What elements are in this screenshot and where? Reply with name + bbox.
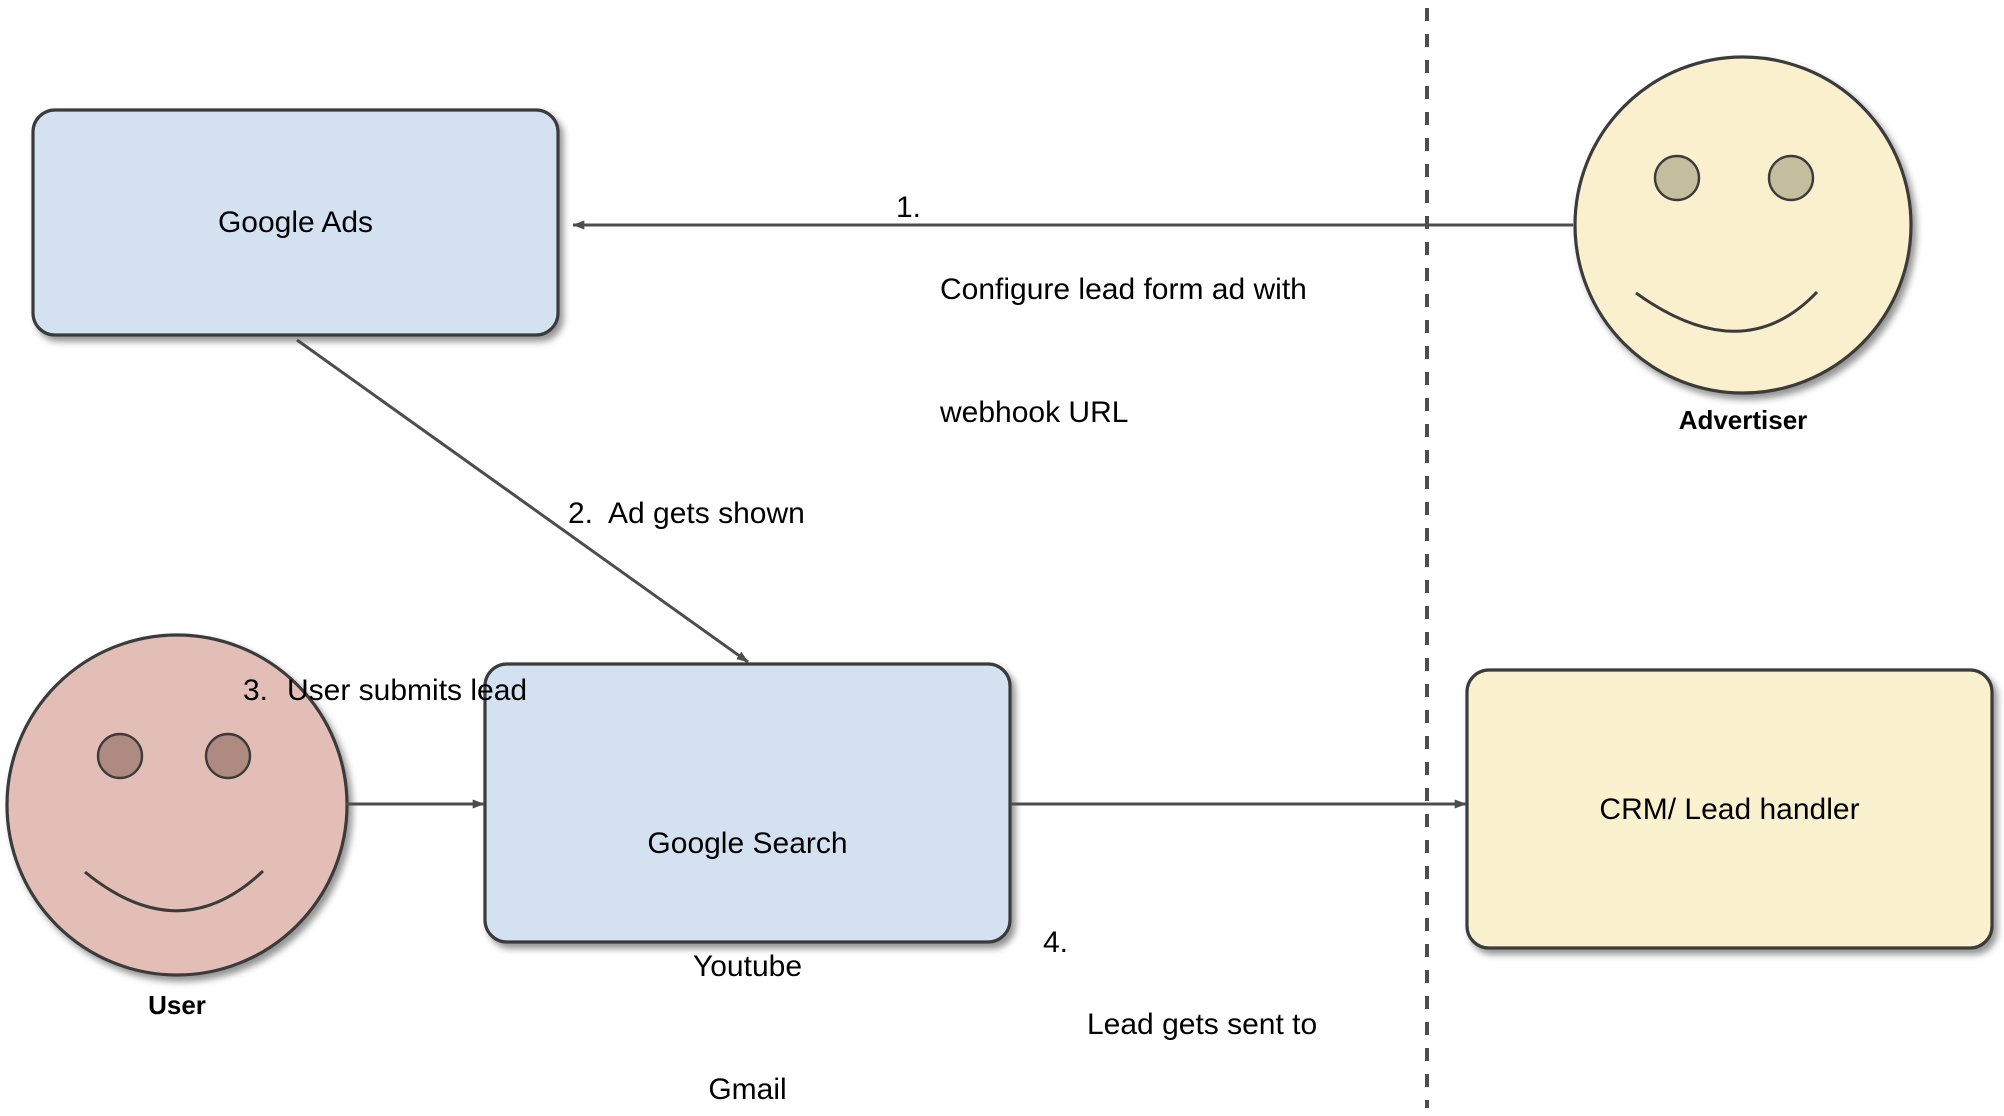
edge-1-label-number: 1. [896,191,922,224]
crm-lead-handler-box[interactable] [1465,668,1994,950]
advertiser-smile-icon [1635,290,1819,333]
edge-3-label-number: 3. [243,674,269,707]
advertiser-left-eye-icon [1653,154,1701,202]
edge-4-label-text: Lead gets sent to webhook url [1087,1008,1318,1041]
edge-2-label-number: 2. [568,497,594,530]
user-right-eye-icon [204,732,252,780]
edge-4-label-number: 4. [1043,926,1069,959]
advertiser-face-circle [1573,55,1913,395]
edge-google-ads-to-google-properties [296,338,749,664]
user-smile-icon [84,869,265,913]
advertiser-right-eye-icon [1767,154,1815,202]
edge-1-label: 1. Configure lead form ad with webhook U… [896,105,1307,597]
edge-2-label: 2. Ad gets shown [568,411,805,616]
edge-1-label-text: Configure lead form ad with webhook URL [940,273,1307,429]
edge-2-label-text: Ad gets shown [608,497,805,530]
edge-3-label: 3. User submits lead [243,588,527,793]
user-actor[interactable] [5,633,349,977]
advertiser-label: Advertiser [1678,405,1808,435]
user-left-eye-icon [96,732,144,780]
google-properties-box[interactable] [483,662,1012,944]
edge-4-label: 4. Lead gets sent to webhook url [1043,840,1317,1116]
advertiser-actor[interactable] [1573,55,1913,395]
user-label: User [148,990,206,1020]
edge-3-label-text: User submits lead [287,674,528,707]
google-ads-box[interactable] [31,108,560,337]
